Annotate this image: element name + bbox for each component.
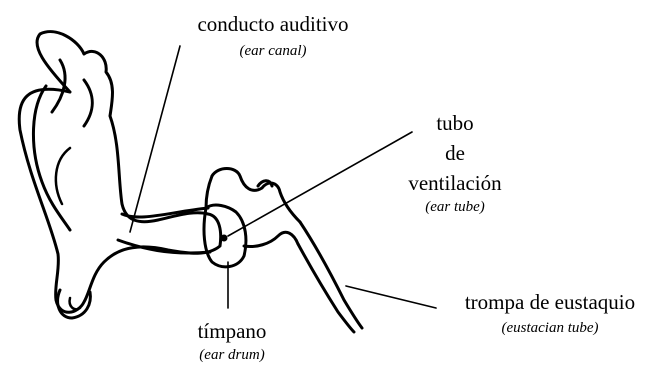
label-eustachian-tube-spanish: trompa de eustaquio	[440, 292, 660, 313]
ear-fold-inner	[52, 60, 65, 112]
ear-fold-middle	[84, 80, 92, 126]
ear-lobe-inner	[70, 298, 80, 309]
ear-fold-upper	[33, 86, 70, 230]
label-ear-tube-spanish-line-3: ventilación	[385, 168, 525, 198]
pointer-ear-canal	[130, 46, 180, 232]
label-eustachian-tube-english: (eustacian tube)	[440, 321, 660, 336]
auricle-outline	[19, 32, 220, 313]
ear-fold-arc	[56, 148, 70, 204]
ear-lobe	[58, 290, 91, 318]
middle-ear-left	[206, 176, 212, 208]
label-eustachian-tube: trompa de eustaquio (eustacian tube)	[440, 292, 660, 336]
label-ear-drum: tímpano (ear drum)	[172, 321, 292, 363]
eustachian-tube-wall-top	[300, 222, 362, 328]
ear-tube-dot	[221, 235, 228, 242]
middle-ear-top	[212, 169, 300, 223]
eustachian-tube-wall-bottom	[298, 244, 354, 332]
label-ear-tube-spanish-line-2: de	[385, 138, 525, 168]
label-ear-drum-english: (ear drum)	[172, 348, 292, 363]
label-ear-canal: conducto auditivo (ear canal)	[158, 14, 388, 59]
label-ear-tube-english: (ear tube)	[385, 200, 525, 215]
label-ear-canal-spanish: conducto auditivo	[158, 14, 388, 35]
label-ear-drum-spanish: tímpano	[172, 321, 292, 342]
pointer-eustachian-tube	[346, 286, 436, 308]
label-ear-tube: tubo de ventilación (ear tube)	[385, 108, 525, 215]
middle-ear-bottom	[244, 232, 298, 246]
label-ear-tube-spanish-line-1: tubo	[385, 108, 525, 138]
label-ear-canal-english: (ear canal)	[158, 44, 388, 59]
